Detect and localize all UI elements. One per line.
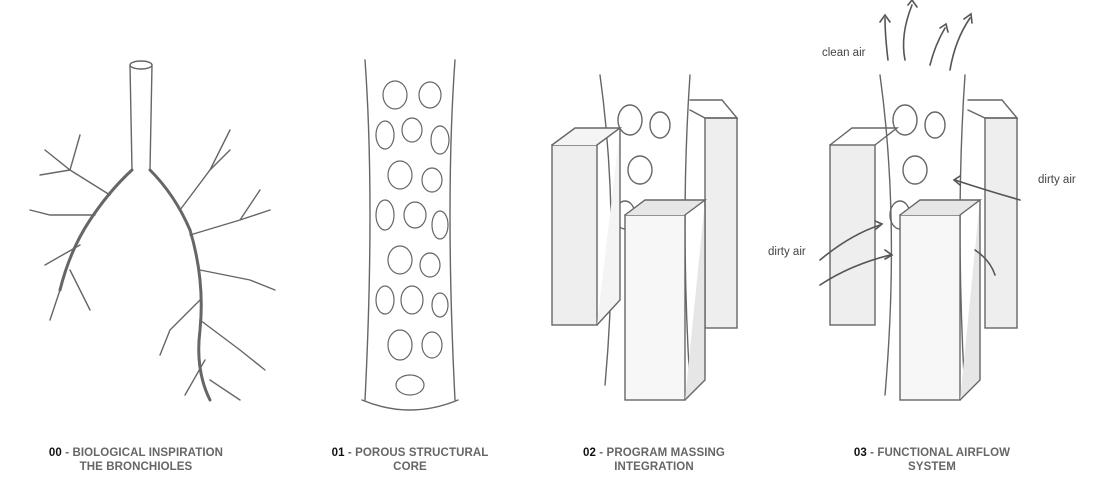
caption-number: 03 xyxy=(853,447,867,459)
caption-number: 00 xyxy=(48,447,62,459)
caption-line1: FUNCTIONAL AIRFLOW xyxy=(877,447,1011,459)
caption-number: 01 xyxy=(331,447,345,459)
caption-separator: - xyxy=(596,447,607,459)
caption-panel-01: 01 - POROUS STRUCTURAL CORE xyxy=(290,446,530,474)
caption-panel-00: 00 - BIOLOGICAL INSPIRATION THE BRONCHIO… xyxy=(16,446,256,474)
caption-separator: - xyxy=(61,447,73,459)
caption-separator: - xyxy=(866,447,878,459)
airflow-arrows xyxy=(819,0,1021,286)
caption-line2: THE BRONCHIOLES xyxy=(79,461,193,473)
sketch-illustrations xyxy=(29,0,1021,411)
clean-air-label: clean air xyxy=(822,47,866,59)
airflow-system-sketch xyxy=(819,0,1021,401)
caption-line1: BIOLOGICAL INSPIRATION xyxy=(72,447,224,459)
caption-line2: SYSTEM xyxy=(908,461,956,473)
caption-line1: PROGRAM MASSING xyxy=(606,447,725,459)
caption-panel-03: 03 - FUNCTIONAL AIRFLOW SYSTEM xyxy=(812,446,1052,474)
dirty-air-label-left: dirty air xyxy=(768,246,806,258)
bronchioles-sketch xyxy=(29,60,276,402)
caption-line2: INTEGRATION xyxy=(614,461,694,473)
caption-panel-02: 02 - PROGRAM MASSING INTEGRATION xyxy=(534,446,774,474)
porous-core-sketch xyxy=(361,59,459,411)
caption-separator: - xyxy=(344,447,356,459)
program-massing-sketch xyxy=(551,74,739,401)
caption-line2: CORE xyxy=(393,461,427,473)
dirty-air-label-right: dirty air xyxy=(1038,174,1076,186)
caption-number: 02 xyxy=(583,447,597,459)
caption-line1: POROUS STRUCTURAL xyxy=(355,447,489,459)
